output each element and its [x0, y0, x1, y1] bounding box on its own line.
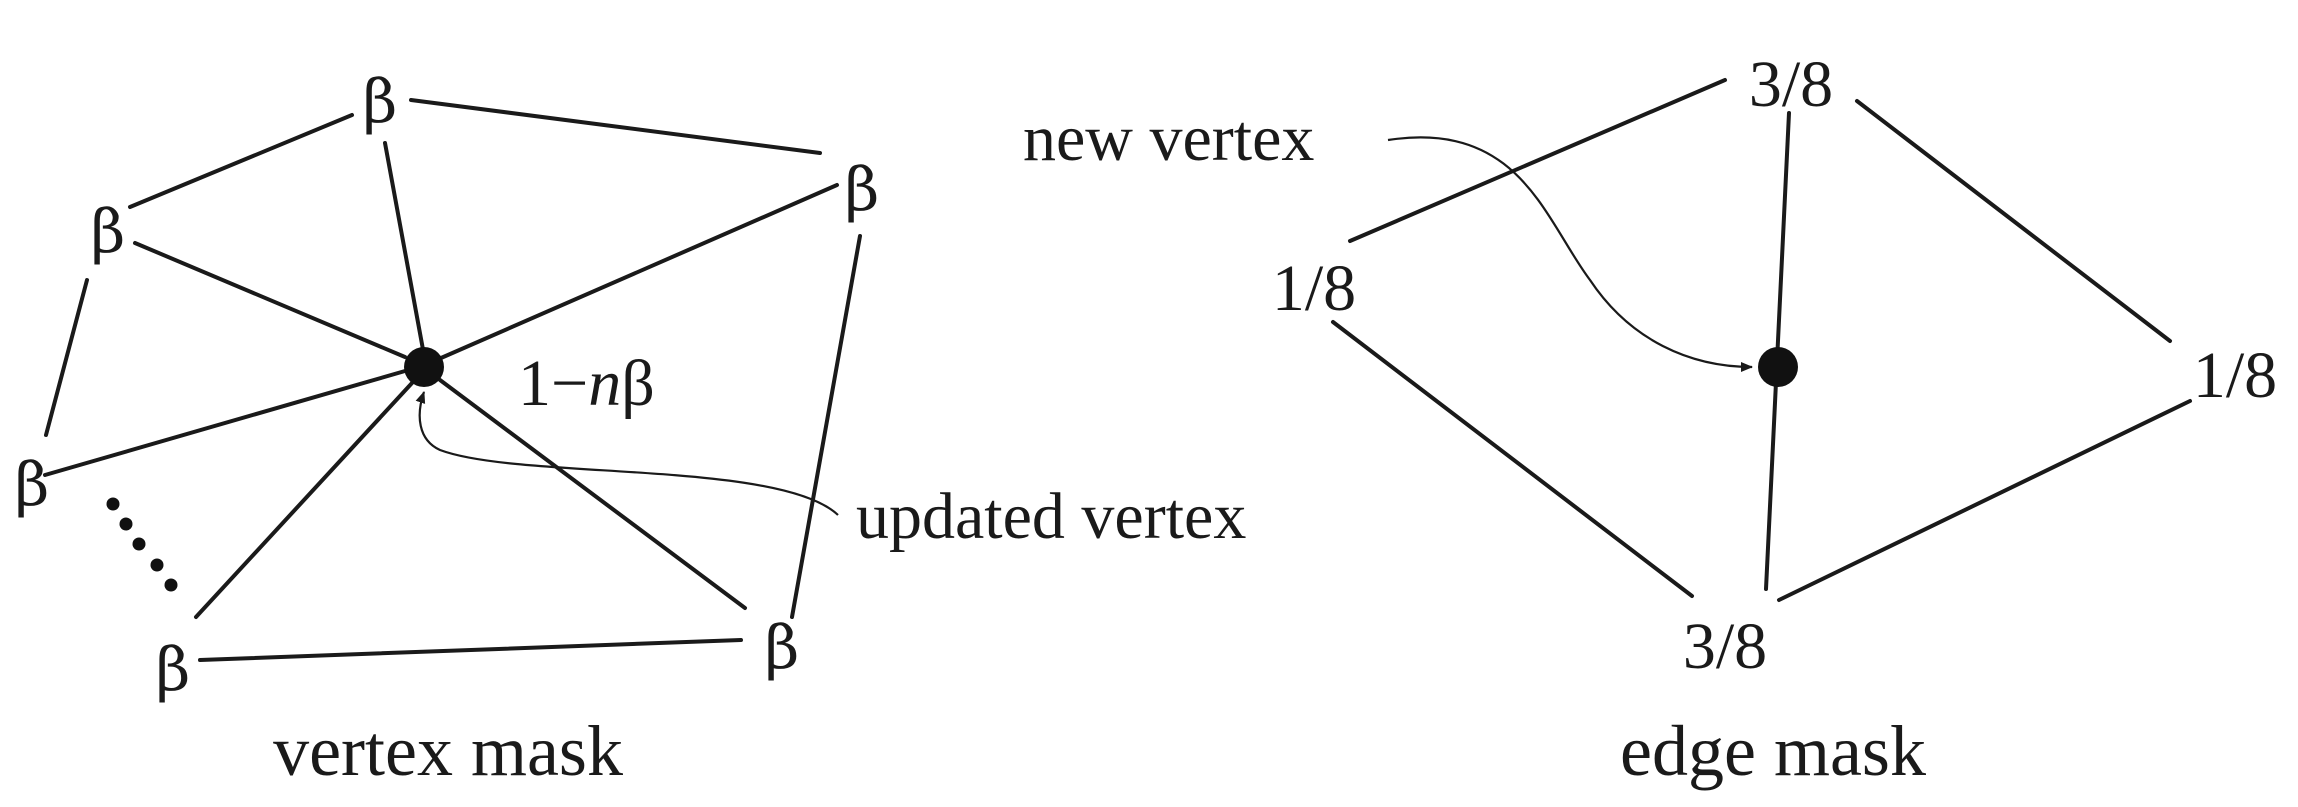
ellipsis-dot	[119, 517, 133, 531]
neighbor-weight-label: β	[156, 635, 191, 705]
new-vertex-label: new vertex	[1023, 102, 1314, 175]
edge-mask-edge	[1348, 78, 1727, 243]
edge-mask-edge	[1855, 99, 2172, 343]
vertex-mask-ring-edge	[44, 278, 89, 437]
vertex-mask: β β β β β β 1−nβ updated vertex vertex m…	[15, 67, 1247, 791]
ellipsis-dot	[150, 558, 164, 572]
neighbor-weight-label: β	[765, 613, 800, 683]
neighbor-weight-label: β	[363, 67, 398, 137]
vertex-mask-caption: vertex mask	[273, 711, 623, 791]
edge-weight-left: 1/8	[1272, 252, 1356, 325]
vertex-mask-spoke	[383, 141, 426, 357]
updated-vertex-leader	[415, 391, 839, 516]
new-vertex-dot	[1758, 347, 1798, 387]
ellipsis-dot	[132, 537, 146, 551]
new-vertex-leader	[1387, 136, 1753, 372]
vertex-mask-ring-edge	[409, 98, 822, 155]
vertex-mask-spoke	[438, 378, 747, 610]
neighbor-weight-label: β	[15, 450, 50, 520]
edge-mask-edge	[1331, 320, 1694, 598]
edge-weight-right: 1/8	[2193, 339, 2277, 412]
updated-vertex-label: updated vertex	[856, 480, 1246, 553]
edge-mask: 3/8 1/8 1/8 3/8 new vertex edge mask	[1023, 48, 2277, 791]
edge-weight-bottom: 3/8	[1683, 610, 1767, 683]
edge-mask-edge	[1777, 399, 2192, 602]
vertex-mask-spoke	[439, 183, 839, 360]
edge-weight-top: 3/8	[1749, 48, 1833, 121]
vertex-mask-ring-edge	[790, 234, 862, 619]
center-weight-label: 1−nβ	[518, 347, 655, 420]
vertex-mask-ring-edge	[128, 113, 354, 209]
ellipsis-dot	[106, 497, 120, 511]
vertex-mask-ring-edge	[198, 638, 743, 662]
vertex-mask-spoke	[194, 381, 414, 619]
edge-mask-caption: edge mask	[1620, 711, 1926, 791]
ellipsis-dot	[164, 578, 178, 592]
updated-vertex-dot	[404, 347, 444, 387]
vertex-mask-spoke	[43, 369, 407, 477]
vertex-mask-spoke	[133, 241, 407, 359]
neighbor-weight-label: β	[91, 197, 126, 267]
neighbor-weight-label: β	[845, 155, 880, 225]
